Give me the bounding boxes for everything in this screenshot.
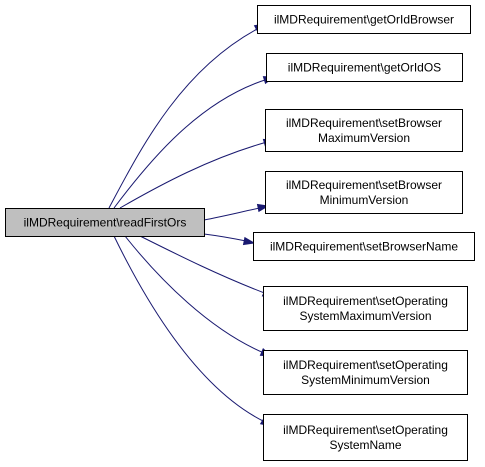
call-edge-setBrowserMinimumVersion — [203, 203, 270, 221]
node-label-line: MinimumVersion — [320, 193, 409, 207]
call-edge-setOperatingSystemName — [113, 235, 273, 427]
call-edge-getOrIdOS — [113, 76, 276, 209]
edge-line — [113, 78, 269, 209]
edge-line — [203, 207, 261, 221]
node-box — [257, 5, 471, 34]
node-box — [265, 171, 463, 214]
node-label-line: SystemName — [329, 438, 401, 452]
node-box — [5, 208, 205, 237]
node-label-line: ilMDRequirement\setBrowserName — [270, 240, 458, 254]
node-readFirstOrs[interactable]: ilMDRequirement\readFirstOrs — [5, 208, 205, 237]
node-label-line: SystemMaximumVersion — [299, 309, 431, 323]
node-label-line: ilMDRequirement\setBrowser — [286, 178, 442, 192]
node-setOperatingSystemMinimumVersion[interactable]: ilMDRequirement\setOperatingSystemMinimu… — [263, 350, 468, 395]
node-box — [253, 232, 475, 261]
edge-line — [119, 141, 268, 209]
node-box — [265, 109, 463, 152]
edge-line — [113, 235, 266, 423]
call-edge-setOperatingSystemMinimumVersion — [124, 235, 273, 357]
node-label-line: ilMDRequirement\setOperating — [283, 294, 448, 308]
edge-line — [139, 235, 268, 295]
node-label-line: ilMDRequirement\setBrowser — [286, 116, 442, 130]
node-box — [266, 53, 463, 82]
node-getOrIdOS[interactable]: ilMDRequirement\getOrIdOS — [266, 53, 463, 82]
node-setOperatingSystemMaximumVersion[interactable]: ilMDRequirement\setOperatingSystemMaximu… — [263, 286, 468, 331]
node-getOrIdBrowser[interactable]: ilMDRequirement\getOrIdBrowser — [257, 5, 471, 34]
node-label-line: ilMDRequirement\setOperating — [283, 358, 448, 372]
call-edge-setBrowserMaximumVersion — [119, 138, 276, 209]
node-box — [263, 350, 468, 395]
call-edge-getOrIdBrowser — [108, 23, 267, 209]
node-label-line: ilMDRequirement\getOrIdBrowser — [274, 13, 454, 27]
edge-line — [203, 233, 247, 242]
node-label-line: ilMDRequirement\getOrIdOS — [288, 61, 441, 75]
node-box — [263, 414, 468, 461]
node-label-line: ilMDRequirement\setOperating — [283, 423, 448, 437]
node-label-line: ilMDRequirement\readFirstOrs — [24, 216, 187, 230]
node-label-line: SystemMinimumVersion — [301, 373, 430, 387]
node-setBrowserName[interactable]: ilMDRequirement\setBrowserName — [253, 232, 475, 261]
call-edge-setBrowserName — [203, 233, 256, 246]
node-label-line: MaximumVersion — [318, 131, 410, 145]
edge-line — [108, 27, 260, 209]
function-nodes: ilMDRequirement\readFirstOrs ilMDRequirem… — [5, 5, 475, 461]
node-box — [263, 286, 468, 331]
edge-arrowhead — [242, 236, 256, 246]
edge-line — [124, 235, 265, 354]
